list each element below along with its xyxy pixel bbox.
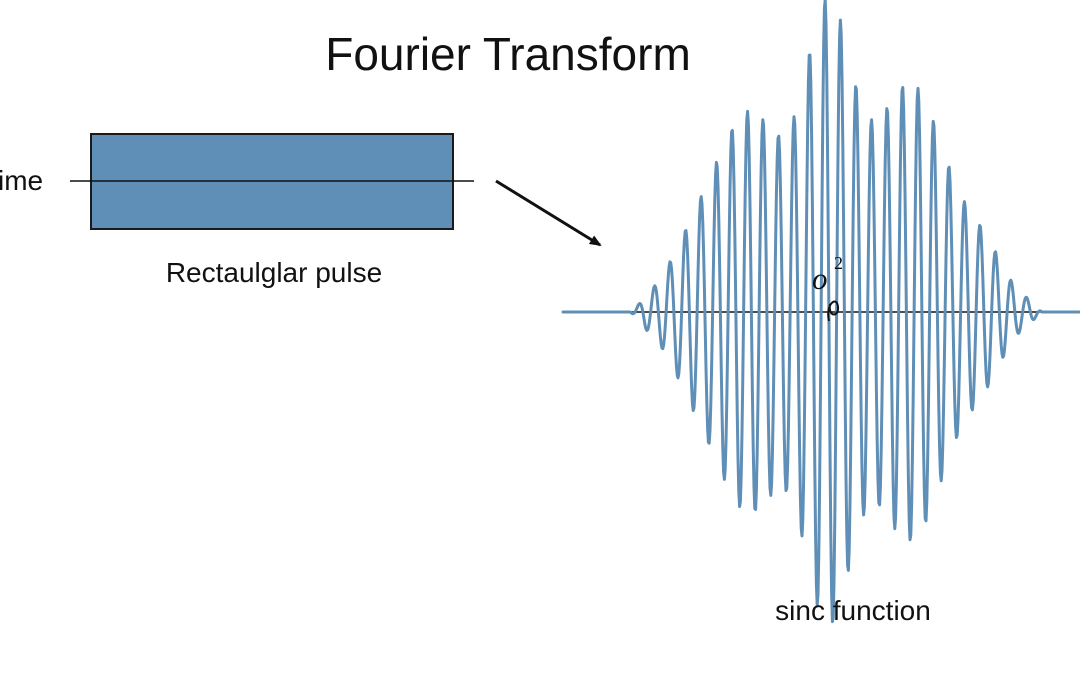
pulse-label: Rectaulglar pulse <box>166 257 382 288</box>
sinc-waveform <box>561 0 1080 624</box>
transform-arrow <box>495 179 602 247</box>
sinc-function-label: sinc function <box>775 595 931 626</box>
origin-marker: o 2 <box>812 253 843 322</box>
origin-superscript: 2 <box>834 253 843 273</box>
origin-symbol: o <box>812 261 828 296</box>
time-axis-label: ime <box>0 165 43 196</box>
diagram-title: Fourier Transform <box>325 28 691 80</box>
origin-loop-icon <box>827 300 840 322</box>
